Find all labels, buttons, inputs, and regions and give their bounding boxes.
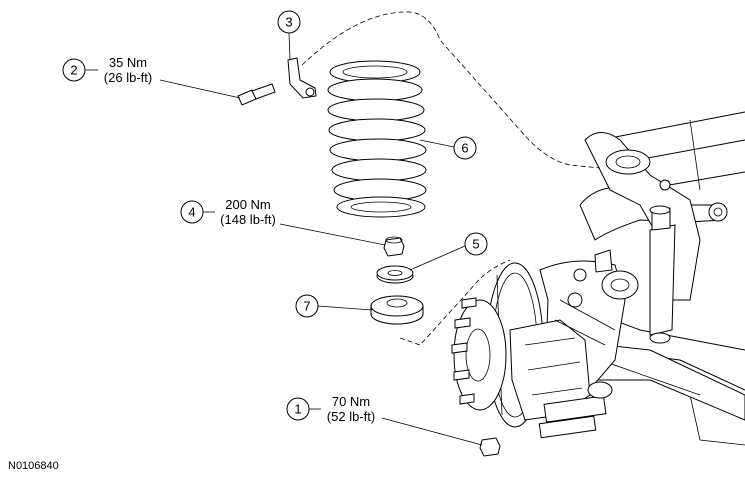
callout-7-number: 7 bbox=[303, 299, 310, 314]
knuckle-hub-assembly bbox=[451, 249, 639, 439]
wheel-studs bbox=[451, 297, 477, 405]
callout-5: 5 bbox=[409, 232, 488, 271]
callout-6: 6 bbox=[419, 136, 477, 160]
callout-2: 2 35 Nm (26 lb-ft) bbox=[62, 55, 241, 99]
lower-nut bbox=[479, 437, 501, 457]
callout-5-number: 5 bbox=[472, 237, 479, 252]
callout-4-torque-lbft: (148 lb-ft) bbox=[220, 212, 276, 227]
callout-3: 3 bbox=[277, 10, 301, 61]
callout-2-number: 2 bbox=[70, 63, 77, 78]
callout-3-number: 3 bbox=[285, 15, 292, 30]
brake-hose-bracket bbox=[287, 57, 317, 99]
callout-6-number: 6 bbox=[461, 141, 468, 156]
callout-4-torque-nm: 200 Nm bbox=[225, 197, 271, 212]
callout-1-number: 1 bbox=[294, 402, 301, 417]
spring-washer bbox=[376, 265, 414, 284]
figure-id: N0106840 bbox=[8, 460, 59, 472]
callout-1-torque-nm: 70 Nm bbox=[332, 394, 370, 409]
callout-2-torque-lbft: (26 lb-ft) bbox=[104, 70, 152, 85]
callout-2-torque-nm: 35 Nm bbox=[109, 55, 147, 70]
coil-spring bbox=[327, 60, 427, 218]
callout-7: 7 bbox=[295, 294, 373, 318]
callout-1-torque-lbft: (52 lb-ft) bbox=[327, 409, 375, 424]
callout-4-number: 4 bbox=[188, 205, 195, 220]
bracket-bolt bbox=[237, 83, 276, 106]
callout-1: 1 70 Nm (52 lb-ft) bbox=[286, 394, 483, 446]
brake-line bbox=[301, 11, 601, 346]
frame-assembly bbox=[559, 111, 745, 446]
callout-4: 4 200 Nm (148 lb-ft) bbox=[180, 197, 386, 246]
spring-insulator bbox=[370, 295, 424, 325]
spring-nut bbox=[383, 236, 405, 257]
